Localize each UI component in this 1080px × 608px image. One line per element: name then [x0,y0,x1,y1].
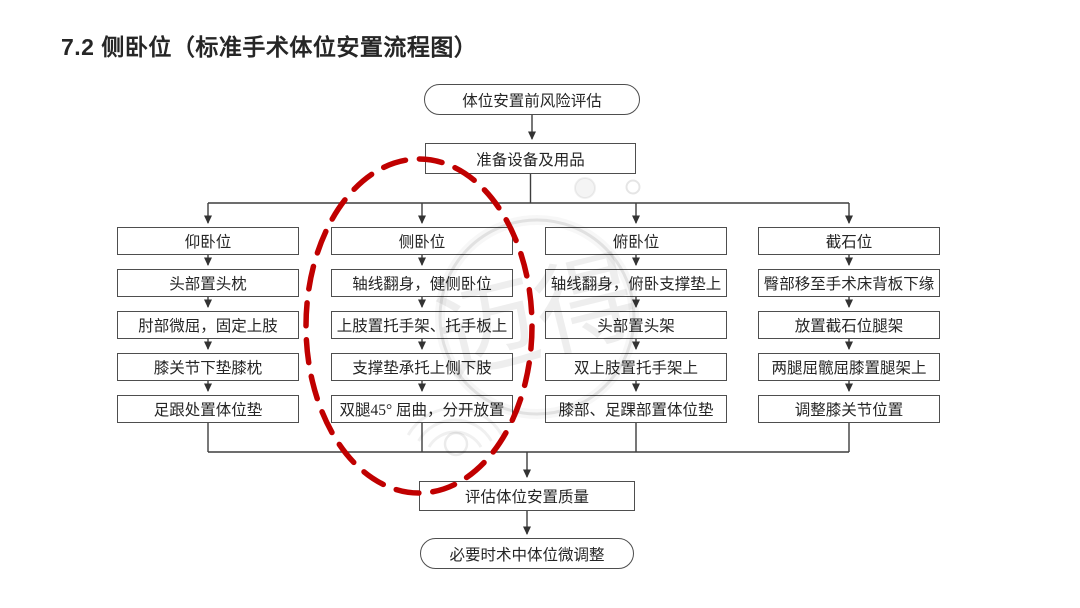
node-prone-step2: 头部置头架 [545,311,727,339]
node-lithotomy-step4: 调整膝关节位置 [758,395,940,423]
node-supine-step1: 头部置头枕 [117,269,299,297]
node-lateral-step3: 支撑垫承托上侧下肢 [331,353,513,381]
node-supine-step4: 足跟处置体位垫 [117,395,299,423]
node-lateral-step1: 轴线翻身，健侧卧位 [331,269,513,297]
bubble-icon [574,177,596,199]
node-evaluate: 评估体位安置质量 [419,481,635,511]
node-supine-step2: 肘部微屈，固定上肢 [117,311,299,339]
node-lateral-step4: 双腿45° 屈曲，分开放置 [331,395,513,423]
node-end: 必要时术中体位微调整 [420,538,634,569]
node-prepare: 准备设备及用品 [425,143,636,174]
node-supine-header: 仰卧位 [117,227,299,255]
bubble-icon [443,431,469,457]
bubble-icon [625,179,641,195]
node-start: 体位安置前风险评估 [424,84,640,115]
node-lateral-step2: 上肢置托手架、托手板上 [331,311,513,339]
node-lithotomy-step2: 放置截石位腿架 [758,311,940,339]
node-supine-step3: 膝关节下垫膝枕 [117,353,299,381]
node-prone-step3: 双上肢置托手架上 [545,353,727,381]
connector-lines [204,115,853,535]
node-prone-header: 俯卧位 [545,227,727,255]
node-lithotomy-header: 截石位 [758,227,940,255]
node-lithotomy-step3: 两腿屈髋屈膝置腿架上 [758,353,940,381]
node-prone-step4: 膝部、足踝部置体位垫 [545,395,727,423]
node-lateral-header: 侧卧位 [331,227,513,255]
page-title: 7.2 侧卧位（标准手术体位安置流程图） [61,34,478,60]
node-lithotomy-step1: 臀部移至手术床背板下缘 [758,269,940,297]
node-prone-step1: 轴线翻身，俯卧支撑垫上 [545,269,727,297]
